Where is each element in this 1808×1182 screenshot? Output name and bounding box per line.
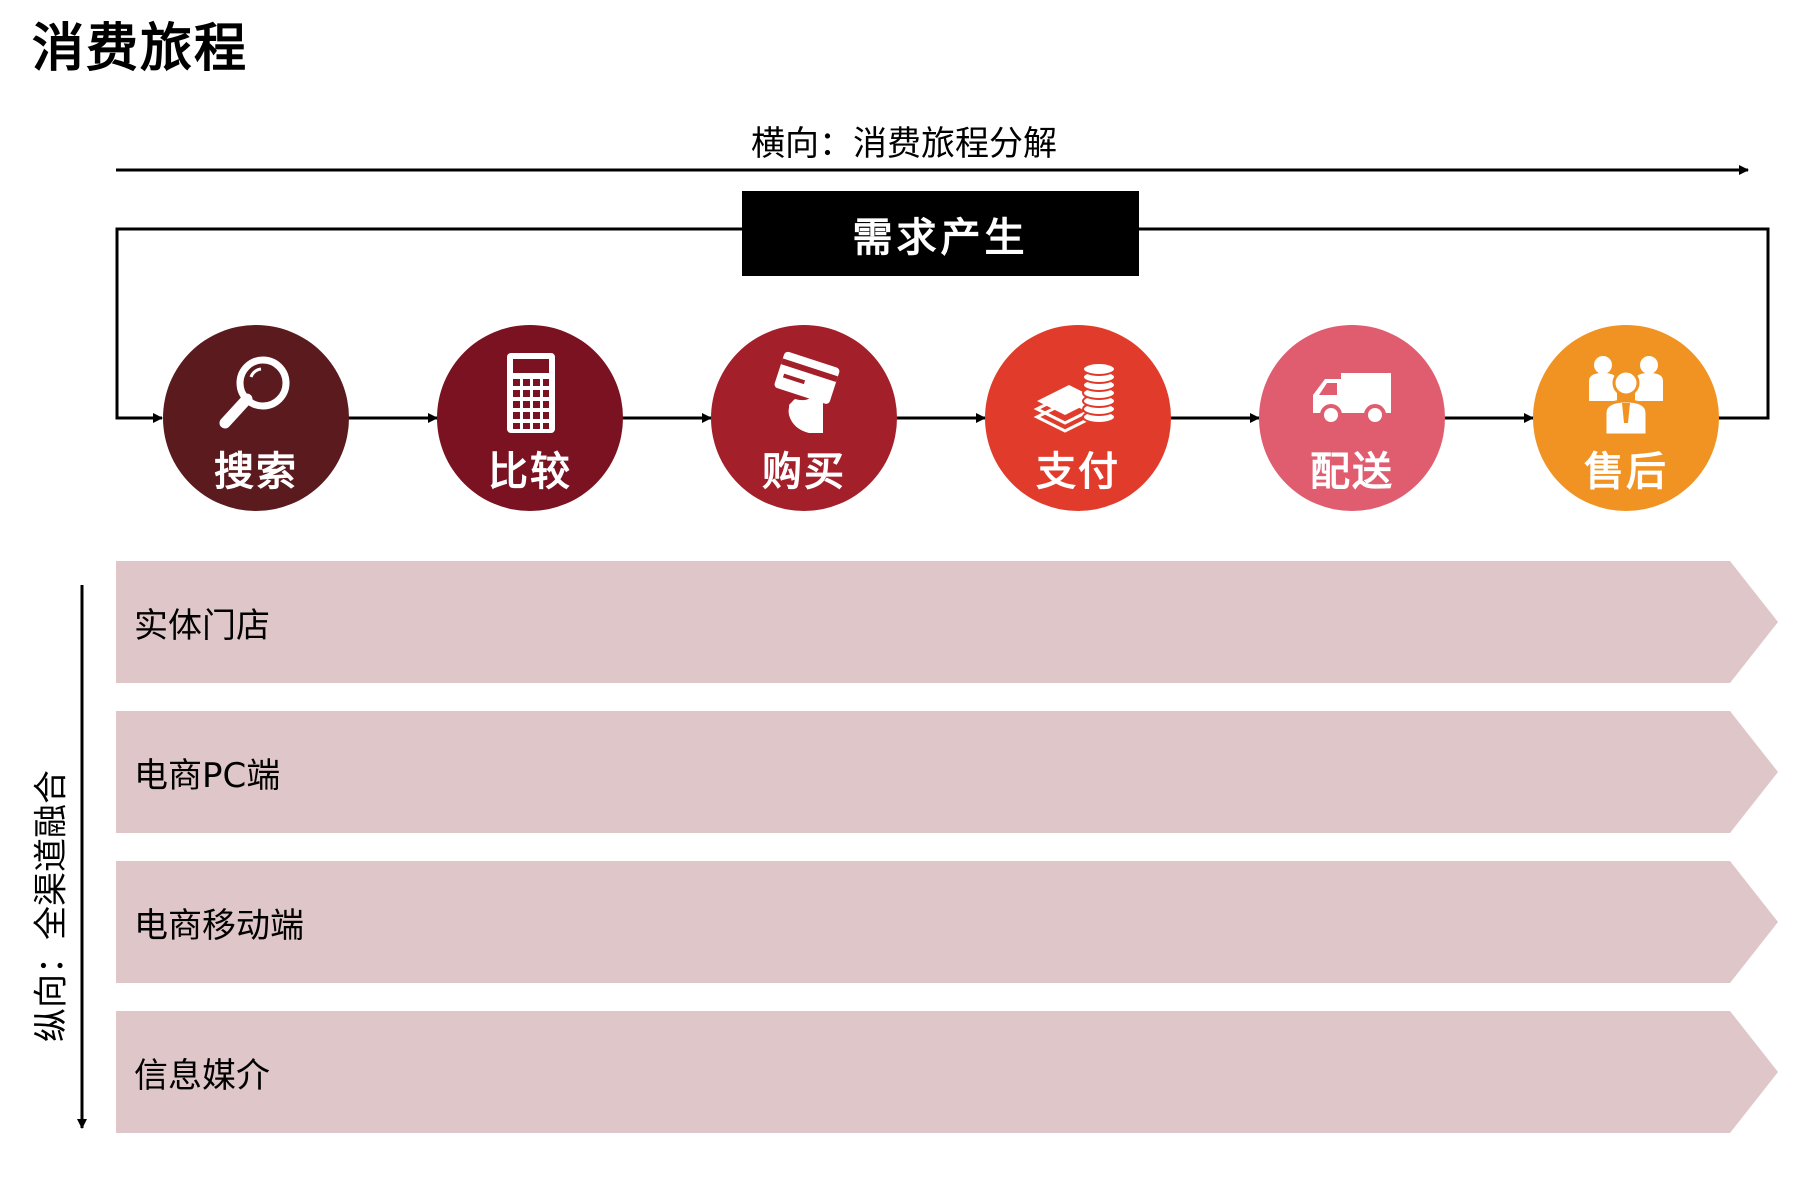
horizontal-axis-label: 横向：消费旅程分解	[751, 124, 1057, 164]
step-pay: 支付	[985, 325, 1171, 511]
channel-label: 电商PC端	[134, 755, 281, 796]
people-group-icon	[1589, 356, 1663, 435]
money-coins-icon	[1033, 362, 1116, 433]
channel-band: 电商移动端	[116, 861, 1778, 983]
step-label: 支付	[1036, 449, 1120, 495]
step-label: 搜索	[214, 449, 298, 495]
channel-band: 实体门店	[116, 561, 1778, 683]
step-search: 搜索	[163, 325, 349, 511]
step-delivery: 配送	[1259, 325, 1445, 511]
calculator-icon	[507, 353, 555, 433]
channel-label: 实体门店	[134, 605, 270, 646]
card-in-hand-icon	[774, 351, 840, 433]
magnifier-icon	[219, 356, 290, 429]
step-after-sales: 售后	[1533, 325, 1719, 511]
van-icon	[1313, 373, 1391, 426]
channel-label: 电商移动端	[134, 905, 304, 946]
step-compare: 比较	[437, 325, 623, 511]
page-title: 消费旅程	[32, 18, 249, 79]
loop-line-left	[115, 227, 742, 423]
step-label: 售后	[1584, 449, 1668, 495]
channel-band: 信息媒介	[116, 1011, 1778, 1133]
demand-box: 需求产生	[742, 191, 1139, 276]
channel-band: 电商PC端	[116, 711, 1778, 833]
step-label: 购买	[762, 449, 846, 495]
loop-line-right	[1139, 227, 1770, 420]
step-buy: 购买	[711, 325, 897, 511]
vertical-axis-label: 纵向：全渠道融合	[31, 770, 72, 1042]
step-label: 比较	[488, 449, 572, 495]
channel-label: 信息媒介	[134, 1055, 270, 1096]
step-label: 配送	[1310, 449, 1394, 495]
